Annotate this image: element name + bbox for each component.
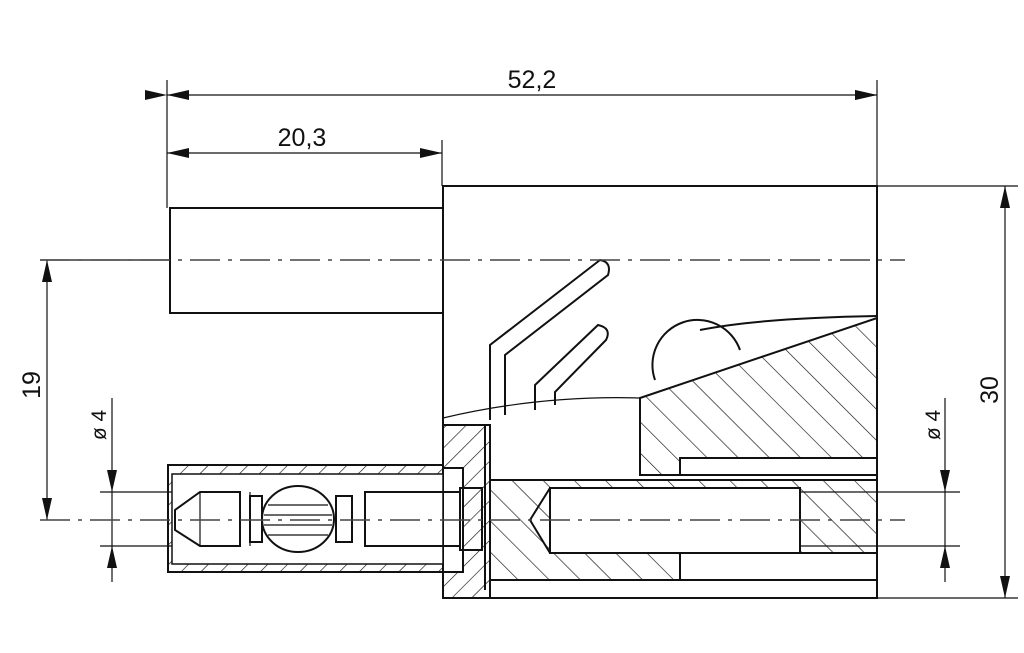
lamella bbox=[261, 485, 335, 553]
dimension-label-dia-left: ø 4 bbox=[88, 410, 111, 441]
dimension-diameter-right: ø 4 bbox=[922, 398, 950, 582]
hatched-section bbox=[639, 316, 878, 476]
dimension-20-3: 20,3 bbox=[167, 124, 442, 158]
dimension-30: 30 bbox=[976, 186, 1010, 598]
dimension-19: 19 bbox=[18, 260, 52, 520]
dimension-label-dia-right: ø 4 bbox=[922, 410, 945, 441]
contact-spring-inner bbox=[534, 323, 609, 410]
dimension-label-19: 19 bbox=[18, 371, 46, 399]
dimension-label-30: 30 bbox=[976, 376, 1004, 404]
contact-spring-outer bbox=[489, 258, 610, 420]
dimension-label-20-3: 20,3 bbox=[278, 124, 327, 152]
spring-arc bbox=[651, 318, 741, 381]
dimension-diameter-left: ø 4 bbox=[88, 398, 117, 582]
dimension-52-2: 52,2 bbox=[145, 66, 877, 100]
banana-plug bbox=[167, 464, 483, 573]
dimension-label-52-2: 52,2 bbox=[508, 66, 557, 94]
